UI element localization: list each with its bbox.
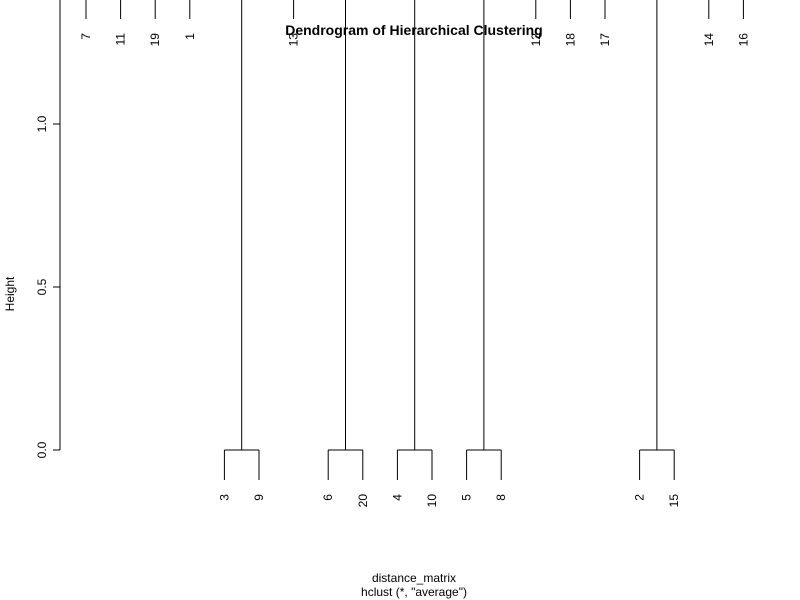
leaf-label: 15	[667, 494, 681, 508]
leaf-label: 9	[252, 494, 266, 501]
leaf-label: 16	[736, 33, 750, 47]
y-axis: 0.00.51.01.52.0	[35, 0, 61, 458]
leaf-label: 7	[79, 33, 93, 40]
leaf-label: 6	[321, 494, 335, 501]
leaf-label: 19	[148, 33, 162, 47]
leaf-label: 2	[633, 494, 647, 501]
leaf-label: 14	[702, 33, 716, 47]
dendrogram-branches	[85, 0, 744, 480]
leaf-label: 3	[217, 494, 231, 501]
leaf-label: 17	[598, 33, 612, 47]
chart-title: Dendrogram of Hierarchical Clustering	[285, 22, 543, 38]
leaf-label: 1	[183, 33, 197, 40]
leaf-label: 4	[390, 494, 404, 501]
leaf-label: 10	[425, 494, 439, 508]
y-tick-label: 0.5	[35, 278, 49, 295]
x-axis-label: distance_matrix	[372, 571, 456, 585]
leaf-label: 5	[460, 494, 474, 501]
leaf-label: 20	[356, 494, 370, 508]
y-tick-label: 1.0	[35, 115, 49, 132]
leaf-label: 18	[563, 33, 577, 47]
method-subtitle: hclust (*, "average")	[361, 585, 467, 599]
leaf-label: 8	[494, 494, 508, 501]
leaf-label: 13	[287, 33, 301, 47]
leaf-label: 12	[529, 33, 543, 47]
y-axis-label: Height	[3, 276, 17, 311]
y-tick-label: 0.0	[35, 441, 49, 458]
leaf-label: 11	[114, 33, 128, 46]
